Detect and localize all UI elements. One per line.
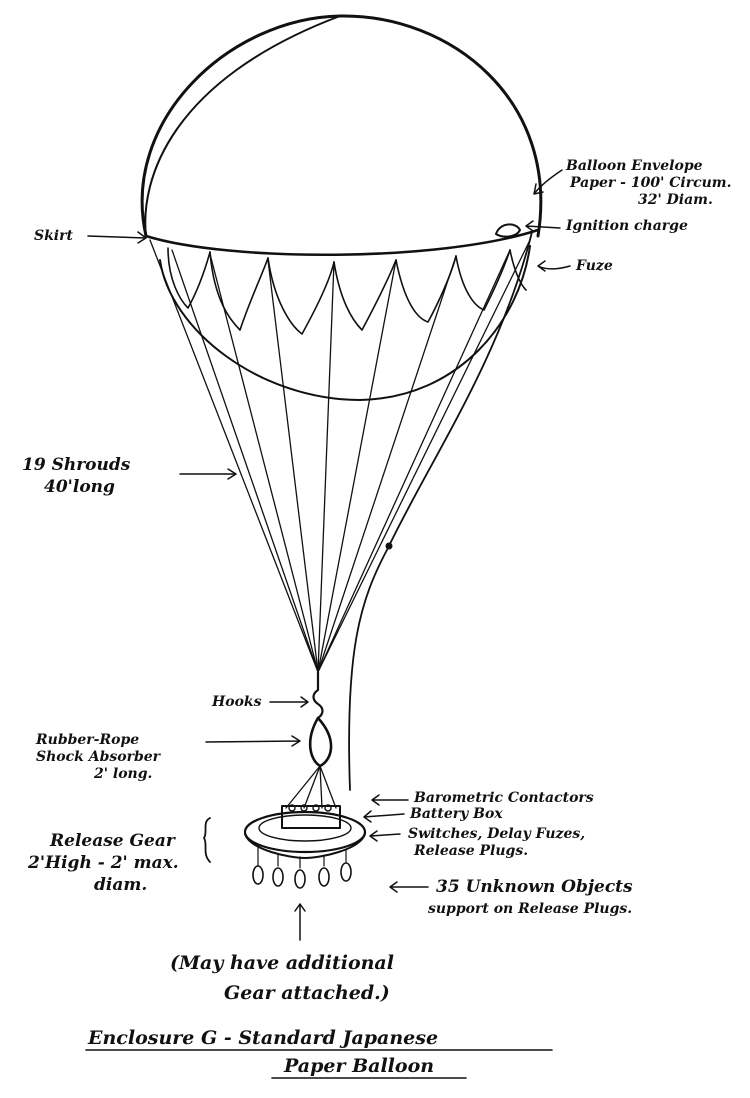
balloon-envelope-label: Balloon Envelope Paper - 100' Circum. 32…: [566, 158, 731, 209]
gear-suspension-lines: [285, 765, 337, 809]
balloon-envelope-line-1: Balloon Envelope: [566, 158, 703, 174]
pointer-arrows: [87, 169, 571, 941]
envelope-upper-outline: [144, 15, 341, 237]
barometric-contactors-label: Barometric Contactors: [414, 790, 594, 806]
additional-gear-line-1: (May have additional: [170, 952, 394, 974]
additional-gear-label: (May have additional Gear attached.): [170, 948, 394, 1008]
fuze-label: Fuze: [576, 258, 613, 274]
unknown-objects-line-1: 35 Unknown Objects: [436, 877, 633, 897]
balloon-envelope-line-2: Paper - 100' Circum.: [570, 175, 732, 191]
release-plug-objects: [252, 847, 352, 889]
hooks: [312, 670, 324, 720]
hooks-label: Hooks: [212, 694, 262, 710]
release-gear-inner-ring: [258, 814, 352, 842]
rubber-rope-line-1: Rubber-Rope: [36, 732, 140, 748]
shrouds-line-1: 19 Shrouds: [22, 455, 131, 475]
diagram-title-line-1: Enclosure G - Standard Japanese: [88, 1027, 439, 1049]
balloon-envelope: [140, 14, 543, 238]
fuze-knot: [385, 542, 393, 550]
skirt-line: [144, 228, 540, 257]
diagram-title-line-2: Paper Balloon: [284, 1055, 435, 1077]
skirt-label: Skirt: [34, 228, 73, 244]
switches-line-2: Release Plugs.: [414, 843, 529, 859]
unknown-objects-label: 35 Unknown Objects support on Release Pl…: [428, 876, 633, 920]
release-gear-label: Release Gear 2'High - 2' max. diam.: [28, 830, 179, 896]
switches-label: Switches, Delay Fuzes, Release Plugs.: [408, 826, 585, 860]
ignition-charge-mark: [495, 223, 521, 238]
balloon-envelope-line-3: 32' Diam.: [638, 192, 713, 208]
release-gear-base: [244, 833, 366, 859]
shrouds-label: 19 Shrouds 40'long: [22, 454, 130, 498]
release-gear-line-3: diam.: [94, 875, 148, 895]
rubber-rope-line-3: 2' long.: [94, 766, 153, 782]
fuze-line: [348, 231, 533, 791]
release-gear-brace: [203, 817, 211, 863]
unknown-objects-line-2: support on Release Plugs.: [428, 901, 633, 917]
additional-gear-line-2: Gear attached.): [224, 982, 390, 1004]
gore-scallops: [167, 247, 527, 335]
shrouds: [149, 239, 531, 673]
ignition-charge-label: Ignition charge: [566, 218, 688, 234]
release-gear-line-2: 2'High - 2' max.: [28, 853, 179, 873]
rubber-rope-shock-absorber: [308, 716, 333, 768]
rubber-rope-line-2: Shock Absorber: [36, 749, 161, 765]
switches-line-1: Switches, Delay Fuzes,: [408, 826, 586, 842]
battery-box-label: Battery Box: [410, 806, 503, 822]
release-gear-ring: [243, 810, 367, 854]
release-gear-line-1: Release Gear: [50, 831, 175, 851]
rubber-rope-label: Rubber-Rope Shock Absorber 2' long.: [36, 732, 160, 783]
shrouds-line-2: 40'long: [44, 477, 115, 497]
